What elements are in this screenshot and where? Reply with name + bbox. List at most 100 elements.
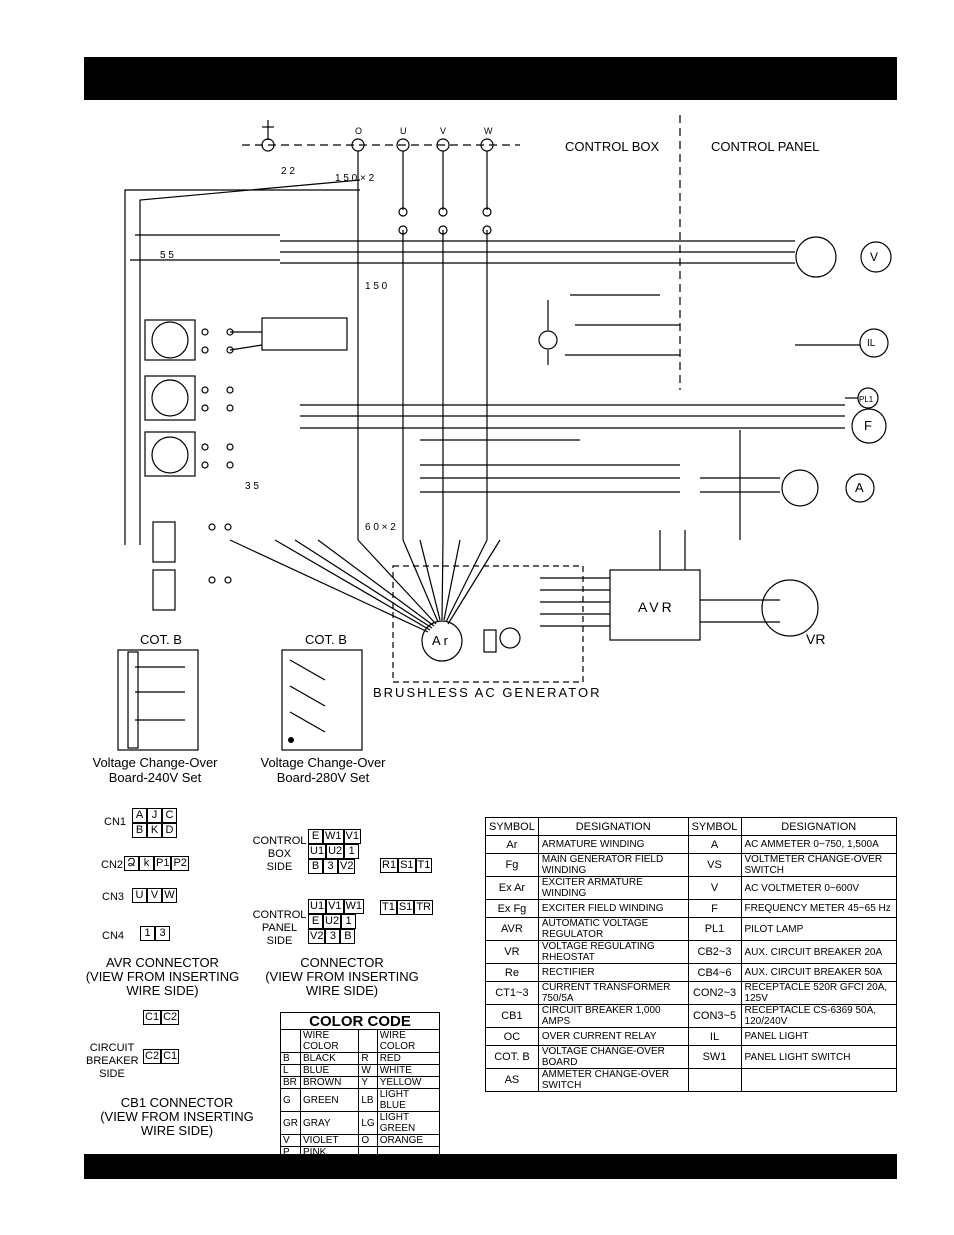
- pin: U: [132, 888, 147, 903]
- cn2-connector: Ձ k P1 P2: [124, 856, 189, 871]
- pin: Ձ: [124, 856, 139, 871]
- pin: W1: [343, 899, 365, 914]
- symbol-cell: Ex Fg: [485, 899, 539, 918]
- pin: U1: [308, 899, 327, 914]
- footer-bar: [84, 1154, 897, 1179]
- circuit-breaker-side-label: CIRCUIT BREAKER SIDE: [86, 1042, 139, 1080]
- pin: C1: [143, 1010, 162, 1025]
- designation-cell: EXCITER ARMATURE WINDING: [537, 876, 689, 900]
- color-code-cell: BR: [280, 1076, 301, 1089]
- color-name-cell: YELLOW: [376, 1076, 441, 1089]
- pin: W1: [323, 829, 344, 844]
- designation-cell: PANEL LIGHT: [740, 1027, 898, 1046]
- color-code-cell: [358, 1146, 378, 1159]
- color-code-cell: B: [280, 1052, 301, 1065]
- dimension-label: 5 5: [160, 250, 174, 261]
- control-panel-side-label: CONTROL PANEL SIDE: [252, 909, 307, 947]
- color-name-cell: LIGHT GREEN: [376, 1111, 441, 1135]
- pin: T1: [380, 900, 397, 915]
- terminal-label: V: [440, 126, 447, 136]
- pin: B: [308, 859, 323, 874]
- pin: D: [162, 823, 177, 838]
- cotb-right-title: COT. B: [305, 632, 347, 647]
- symbol-cell: AVR: [485, 917, 539, 941]
- pin: 3: [325, 929, 341, 944]
- symbol-cell: SW1: [687, 1045, 742, 1069]
- pin: V1: [326, 899, 344, 914]
- dimension-label: 1 5 0 × 2: [335, 173, 375, 184]
- table-header: SYMBOL: [485, 817, 539, 836]
- symbol-table: SYMBOL DESIGNATION SYMBOL DESIGNATION Ar…: [485, 817, 898, 1092]
- color-code-cell: Y: [358, 1076, 378, 1089]
- color-code-cell: R: [358, 1052, 378, 1065]
- pin: B: [132, 823, 147, 838]
- pin: 3: [155, 926, 170, 941]
- symbol-cell: CB2~3: [687, 940, 742, 964]
- panel-light-label: IL: [867, 338, 876, 349]
- avr-connector-caption: AVR CONNECTOR (VIEW FROM INSERTING WIRE …: [85, 955, 240, 998]
- color-code-cell: G: [280, 1088, 301, 1112]
- color-name-cell: LIGHT BLUE: [376, 1088, 441, 1112]
- pin: E: [308, 829, 323, 844]
- symbol-cell: A: [687, 835, 742, 854]
- header-cell: WIRE COLOR: [376, 1029, 441, 1053]
- color-name-cell: VIOLET: [299, 1134, 360, 1147]
- symbol-cell: Ar: [485, 835, 539, 854]
- designation-cell: PANEL LIGHT SWITCH: [740, 1045, 898, 1069]
- designation-cell: RECTIFIER: [537, 963, 689, 982]
- pin: 1: [341, 914, 357, 929]
- color-name-cell: GRAY: [299, 1111, 360, 1135]
- cb1-bottom-connector: C2 C1: [143, 1049, 180, 1064]
- symbol-cell: PL1: [687, 917, 742, 941]
- symbol-cell: CON2~3: [687, 981, 742, 1005]
- pin: W: [162, 888, 177, 903]
- generator-label: BRUSHLESS AC GENERATOR: [373, 685, 602, 700]
- designation-cell: RECEPTACLE CS-6369 50A, 120/240V: [740, 1004, 898, 1028]
- designation-cell: EXCITER FIELD WINDING: [537, 899, 689, 918]
- color-code-cell: GR: [280, 1111, 301, 1135]
- color-code-cell: O: [358, 1134, 378, 1147]
- symbol-cell: VR: [485, 940, 539, 964]
- designation-cell: AC AMMETER 0~750, 1,500A: [740, 835, 898, 854]
- designation-cell: PILOT LAMP: [740, 917, 898, 941]
- header-bar: [84, 57, 897, 100]
- table-header: DESIGNATION: [740, 817, 898, 836]
- pin: B: [340, 929, 356, 944]
- terminal-label: O: [355, 126, 363, 136]
- pin: E: [308, 914, 323, 929]
- pin: 1: [344, 844, 360, 859]
- pin: C1: [161, 1049, 180, 1064]
- pin: S1: [398, 858, 416, 873]
- designation-cell: RECEPTACLE 520R GFCI 20A, 125V: [740, 981, 898, 1005]
- pin: TR: [414, 900, 433, 915]
- pin: P1: [154, 856, 172, 871]
- header-cell: [280, 1029, 301, 1053]
- cn2-label: CN2: [101, 859, 124, 871]
- cotb-left-title: COT. B: [140, 632, 182, 647]
- pin: K: [147, 823, 162, 838]
- table-header: DESIGNATION: [537, 817, 689, 836]
- symbol-cell: Re: [485, 963, 539, 982]
- designation-cell: ARMATURE WINDING: [537, 835, 689, 854]
- pin: 3: [323, 859, 338, 874]
- cb1-connector-caption: CB1 CONNECTOR (VIEW FROM INSERTING WIRE …: [100, 1095, 254, 1138]
- color-name-cell: GREEN: [299, 1088, 360, 1112]
- pilot-lamp-label: PL1: [859, 395, 874, 404]
- pin: C2: [161, 1010, 180, 1025]
- frequency-meter-label: F: [864, 418, 872, 433]
- color-code-title: COLOR CODE: [280, 1012, 440, 1030]
- panel-small-connector: T1 S1 TR: [380, 900, 433, 915]
- symbol-cell: CON3~5: [687, 1004, 742, 1028]
- color-name-cell: BLUE: [299, 1064, 360, 1077]
- pin: 1: [140, 926, 155, 941]
